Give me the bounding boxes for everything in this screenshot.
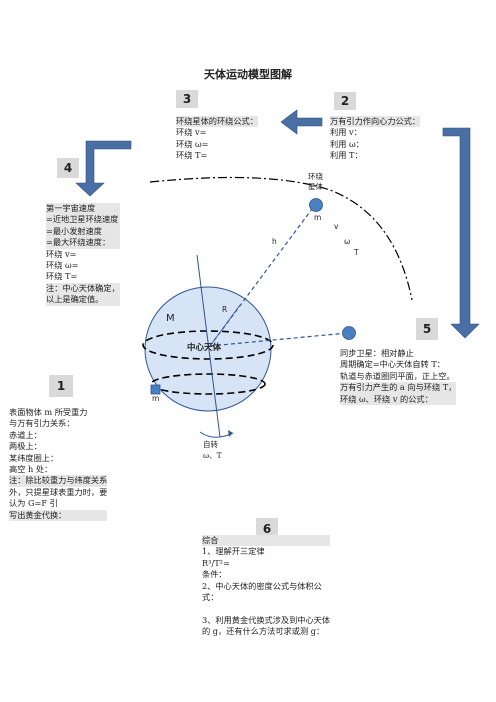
box4-line: 环绕 v=	[46, 248, 77, 259]
box6-line: 式：	[202, 592, 219, 603]
box1-line: 表面物体 m 所受重力	[9, 407, 88, 417]
rotation-label-line2: ω、T	[203, 451, 222, 460]
box3-heading: 环绕星体的环绕公式：	[176, 116, 258, 128]
box6-line: 2、中心天体的密度公式与体积公	[202, 580, 322, 591]
box2-heading: 万有引力作向心力公式：	[330, 116, 421, 128]
box5-line: 环绕 ω、环绕 v 的公式：	[340, 393, 457, 406]
orbit-body-label-line2: 星体	[308, 182, 323, 191]
sync-satellite	[342, 326, 356, 340]
box4-line: =近地卫星环绕速度	[46, 214, 120, 226]
t-label: T	[354, 248, 359, 257]
central-body-label: 中心天体	[187, 343, 222, 353]
badge-5: 5	[416, 318, 438, 340]
arrow-to-5	[442, 127, 480, 339]
arrow-2-to-3	[280, 109, 323, 135]
rotation-arrow	[199, 431, 234, 438]
box6-line: 综合	[202, 535, 331, 547]
box1-line: 两极上：	[9, 441, 42, 452]
rotation-label-line1: 自转	[203, 440, 218, 449]
box6-line: 条件：	[202, 569, 227, 580]
box1-line: 某纬度圈上：	[9, 452, 59, 463]
box1-line: 与万有引力关系：	[9, 418, 75, 429]
h-label: h	[272, 237, 277, 246]
m-surface-label: m	[152, 394, 160, 403]
box4-line: =最小发射速度	[46, 225, 120, 238]
box5: 同步卫星：相对静止 周期确定=中心天体自转 T： 轨道与赤道圈同平面，正上空。 …	[340, 348, 457, 406]
v-label: v	[334, 222, 339, 231]
badge-4: 4	[57, 158, 79, 178]
box1-line: 外，只提星球表重力时，要	[9, 486, 108, 497]
box3-line: 环绕 v=	[176, 127, 207, 138]
surface-mass	[150, 384, 161, 395]
box4-line: 环绕 ω=	[46, 260, 79, 271]
equator-ellipse	[142, 330, 274, 360]
box2-line: 利用 ω：	[330, 138, 364, 149]
rotation-label: 自转 ω、T	[203, 439, 222, 461]
arrow-to-4	[75, 140, 132, 197]
latitude-ellipse	[150, 373, 266, 395]
box5-line: 万有引力产生的 a 向与环绕 T，	[340, 382, 457, 394]
box4-line: 注：中心天体确定，	[46, 282, 120, 295]
box6-line: R³/T²=	[202, 557, 230, 568]
box5-line: 轨道与赤道圈同平面，正上空。	[340, 370, 455, 381]
box4: 第一宇宙速度 =近地卫星环绕速度 =最小发射速度 =最大环绕速度： 环绕 v= …	[46, 203, 120, 306]
badge-2: 2	[334, 92, 356, 110]
mass-M-label: M	[166, 313, 175, 324]
orbit-body-label-line1: 环绕	[308, 172, 323, 181]
box2: 万有引力作向心力公式： 利用 v： 利用 ω： 利用 T：	[330, 116, 421, 162]
box6: 综合 1、理解开三定律 R³/T²= 条件： 2、中心天体的密度公式与体积公 式…	[202, 535, 331, 638]
box2-line: 利用 T：	[330, 150, 363, 161]
box4-line: 以上是确定值。	[46, 294, 120, 306]
radius-R-label: R	[222, 305, 228, 314]
orbit-body-label: 环绕 星体	[308, 172, 323, 192]
box3: 环绕星体的环绕公式： 环绕 v= 环绕 ω= 环绕 T=	[176, 116, 258, 162]
omega-label: ω	[344, 237, 351, 246]
orbit-arc	[149, 176, 413, 301]
page-title: 天体运动模型图解	[204, 68, 292, 81]
box1-line: 写出黄金代换：	[9, 509, 108, 522]
box5-line: 同步卫星：相对静止	[340, 348, 414, 358]
box1-line: 高空 h 处：	[9, 464, 53, 475]
box1-line: 认为 G=F 引	[9, 498, 58, 509]
badge-1: 1	[49, 375, 73, 397]
box3-line: 环绕 ω=	[176, 138, 209, 149]
box3-line: 环绕 T=	[176, 150, 208, 161]
box4-line: =最大环绕速度：	[46, 237, 120, 249]
box6-line: 的 g，还有什么方法可求或测 g：	[202, 626, 325, 637]
box2-line: 利用 v：	[330, 127, 362, 138]
box6-line: 3、利用黄金代换式涉及到中心天体	[202, 614, 331, 625]
box4-line: 第一宇宙速度	[46, 203, 120, 215]
box1: 表面物体 m 所受重力 与万有引力关系： 赤道上： 两极上： 某纬度圈上： 高空…	[9, 407, 108, 522]
box1-line: 赤道上：	[9, 429, 42, 440]
box4-line: 环绕 T=	[46, 271, 78, 282]
h-dashed-line	[209, 204, 316, 347]
rotation-axis	[196, 254, 221, 438]
box5-line: 周期确定=中心天体自转 T：	[340, 359, 445, 370]
badge-6: 6	[256, 518, 278, 540]
box6-line: 1、理解开三定律	[202, 546, 265, 557]
box6-line	[202, 603, 330, 614]
m-orbit-label: m	[314, 213, 322, 222]
badge-3: 3	[176, 90, 198, 108]
box1-line: 注：除比较重力与纬度关系	[9, 475, 108, 487]
sync-dashed-line	[209, 332, 348, 347]
orbiting-satellite	[309, 198, 323, 212]
